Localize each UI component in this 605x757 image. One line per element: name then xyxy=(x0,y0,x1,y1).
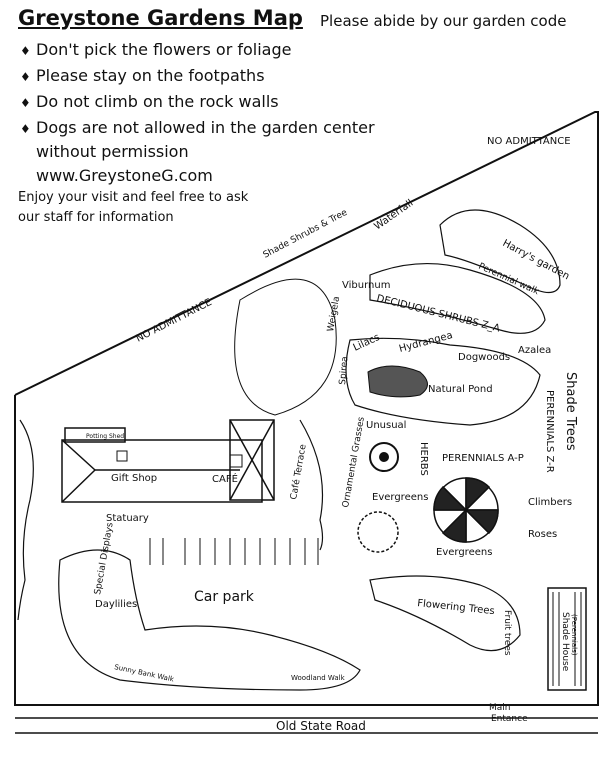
map-title: Greystone Gardens Map xyxy=(18,6,303,30)
rule-item-continued: without permission xyxy=(36,142,189,161)
label-gift-shop: Gift Shop xyxy=(111,473,157,484)
shrub-mass xyxy=(17,209,561,691)
label-waterfall: Waterfall xyxy=(372,198,415,233)
shade-house xyxy=(547,587,587,691)
label-potting-shed: Potting Shed xyxy=(86,433,124,440)
rule-item: ♦ Do not climb on the rock walls xyxy=(20,92,279,111)
label-natural-pond: Natural Pond xyxy=(428,384,493,395)
label-deciduous: DECIDUOUS SHRUBS Z_A xyxy=(375,293,501,334)
label-woodland-walk: Woodland Walk xyxy=(291,674,346,682)
chimney-icon xyxy=(229,454,243,468)
label-perennials-zr: PERENNIALS Z-R xyxy=(544,390,555,473)
label-azalea: Azalea xyxy=(518,345,551,356)
label-car-park: Car park xyxy=(194,589,255,605)
label-flowering-trees: Flowering Trees xyxy=(417,598,496,617)
label-cafe-terrace: Café Terrace xyxy=(288,443,309,501)
label-shade-trees: Shade Trees xyxy=(563,372,578,451)
label-herbs: HERBS xyxy=(418,442,429,476)
label-hydrangea: Hydrangea xyxy=(398,330,454,355)
info-text: Enjoy your visit and feel free to ask xyxy=(18,190,249,205)
rule-text: Please stay on the footpaths xyxy=(36,66,265,85)
label-old-state-road: Old State Road xyxy=(276,719,366,733)
map-subtitle: Please abide by our garden code xyxy=(320,12,567,30)
label-spirea: Spirea xyxy=(338,356,350,385)
rule-text: Don't pick the flowers or foliage xyxy=(36,40,292,59)
label-statuary: Statuary xyxy=(106,513,149,524)
label-daylilies: Daylilies xyxy=(95,599,137,610)
label-ornamental-grasses: Ornamental Grasses xyxy=(341,416,367,509)
label-cafe: CAFÉ xyxy=(212,472,238,485)
parking-stalls xyxy=(149,538,319,565)
label-dogwoods: Dogwoods xyxy=(458,352,510,363)
property-boundary xyxy=(14,111,599,706)
evergreen-bed xyxy=(357,511,399,553)
shade-house-stripes xyxy=(552,592,582,686)
label-climbers: Climbers xyxy=(528,497,572,508)
label-special-displays: Special Displays xyxy=(93,521,116,595)
label-main-entrance: Main xyxy=(489,703,511,713)
rule-text: Do not climb on the rock walls xyxy=(36,92,279,111)
label-no-admittance: NO ADMITTANCE xyxy=(487,136,571,147)
label-viburnum: Viburnum xyxy=(342,280,390,291)
herb-circle xyxy=(369,442,399,472)
info-text: our staff for information xyxy=(18,210,174,225)
rule-text: Dogs are not allowed in the garden cente… xyxy=(36,118,375,137)
label-fruit-trees: Fruit trees xyxy=(502,610,512,656)
label-shade-house: Shade House xyxy=(560,612,570,672)
label-no-admittance: NO ADMITTANCE xyxy=(134,297,213,345)
label-shade-house-perennials: (Perennials) xyxy=(570,614,578,656)
label-evergreens: Evergreens xyxy=(436,547,492,558)
label-evergreens: Evergreens xyxy=(372,492,428,503)
label-perennials-ap: PERENNIALS A-P xyxy=(442,453,524,464)
roses-gazebo xyxy=(433,477,499,543)
label-unusual: Unusual xyxy=(366,420,406,431)
label-perennial-walk: Perennial walk xyxy=(477,262,541,298)
chimney-icon xyxy=(116,450,128,462)
website-link[interactable]: www.GreystoneG.com xyxy=(36,166,213,185)
label-lilacs: Lilacs xyxy=(352,332,382,354)
bullet-icon: ♦ xyxy=(20,70,31,84)
natural-pond xyxy=(367,365,428,398)
lawn-area xyxy=(234,278,337,416)
rule-item: ♦ Please stay on the footpaths xyxy=(20,66,265,85)
bullet-icon: ♦ xyxy=(20,96,31,110)
label-roses: Roses xyxy=(528,529,557,540)
label-main-entrance: Entance xyxy=(491,714,528,724)
bullet-icon: ♦ xyxy=(20,44,31,58)
rule-item: ♦ Dogs are not allowed in the garden cent… xyxy=(20,118,375,137)
rule-text: without permission xyxy=(36,142,189,161)
bullet-icon: ♦ xyxy=(20,122,31,136)
rule-item: ♦ Don't pick the flowers or foliage xyxy=(20,40,291,59)
herb-circle xyxy=(379,452,389,462)
